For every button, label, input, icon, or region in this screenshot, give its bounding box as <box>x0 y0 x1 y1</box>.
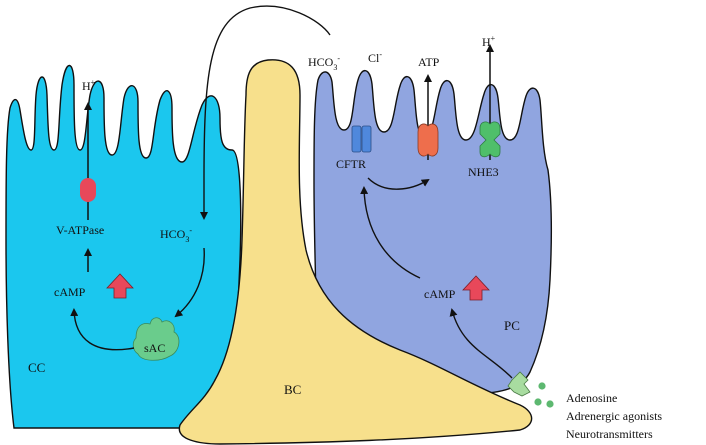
camp-up-arrow-right <box>462 275 490 301</box>
h-plus-label-right: H+ <box>482 34 496 49</box>
ligand-dot <box>534 398 542 406</box>
ligand-label-neurotransmitters: Neurotransmitters <box>566 427 653 441</box>
camp-up-arrow-left <box>106 273 134 299</box>
ligand-label-adrenergic: Adrenergic agonists <box>566 409 662 423</box>
bc-label: BC <box>284 382 301 397</box>
sac-enzyme <box>132 317 180 361</box>
ligand-dot <box>538 382 546 390</box>
camp-to-cftr-arrow <box>360 186 421 279</box>
cftr-channel-right <box>361 125 372 153</box>
camp-label-right: cAMP <box>424 287 456 301</box>
receptor-to-camp-arrow <box>449 308 513 379</box>
basal-cell <box>178 59 533 445</box>
sac-to-camp-arrow <box>70 308 135 351</box>
pc-label: PC <box>504 318 520 333</box>
hco3-to-sac-arrow <box>174 247 205 318</box>
camp-label-left: cAMP <box>54 285 86 299</box>
atp-channel <box>417 123 439 157</box>
nhe3-exchanger <box>479 121 501 158</box>
cftr-to-atp-arrow <box>367 177 430 190</box>
connector-line <box>203 5 331 181</box>
cftr-channel-left <box>351 125 362 153</box>
atp-label: ATP <box>418 55 440 69</box>
v-atpase-pump <box>80 178 96 202</box>
hco3-label-top: HCO3- <box>308 54 340 72</box>
gpcr-receptor <box>507 371 531 397</box>
ligand-label-adenosine: Adenosine <box>566 391 617 405</box>
cc-label: CC <box>28 360 45 375</box>
nhe3-label: NHE3 <box>468 165 499 179</box>
sac-label: sAC <box>144 341 165 355</box>
cftr-label: CFTR <box>336 157 366 171</box>
ligand-dot <box>546 400 554 408</box>
clear-cell <box>5 64 242 429</box>
h-plus-label-left: H+ <box>82 78 96 93</box>
v-atpase-label: V-ATPase <box>56 223 104 237</box>
cl-label: Cl- <box>368 50 382 65</box>
hco3-label-left: HCO3- <box>160 226 192 244</box>
